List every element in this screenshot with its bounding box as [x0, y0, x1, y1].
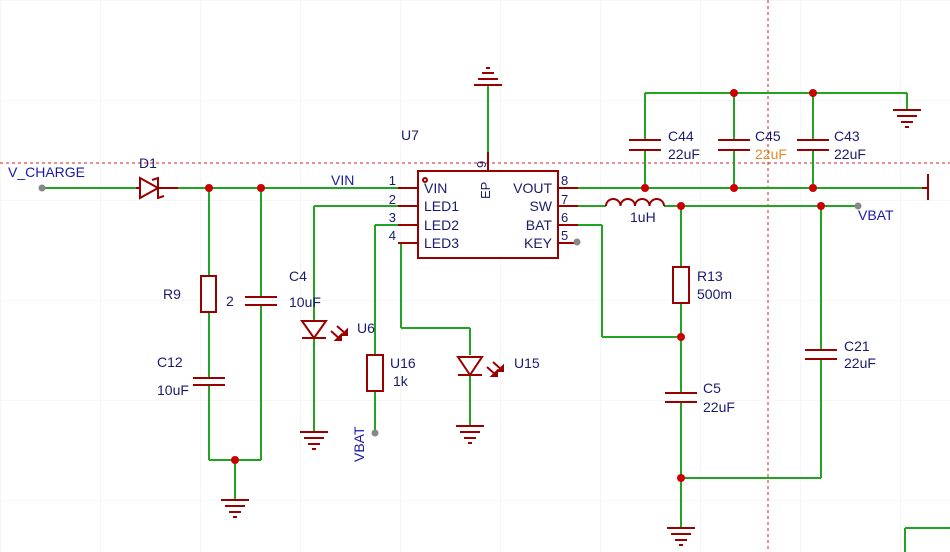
junction	[809, 184, 817, 192]
capacitor-c43[interactable]	[797, 139, 829, 151]
ground-symbol-u15	[456, 425, 484, 444]
net-port-vbat-bottom[interactable]	[371, 429, 379, 437]
c43-designator: C43	[834, 128, 860, 144]
chip-pin-num-7: 7	[561, 192, 568, 207]
c21-designator: C21	[844, 338, 870, 354]
net-port-vcharge[interactable]	[38, 184, 46, 192]
r13-value: 500m	[697, 286, 732, 302]
led-u15[interactable]	[456, 356, 504, 377]
inductor-l1[interactable]	[605, 198, 665, 207]
chip-pin-num-3: 3	[389, 210, 396, 225]
ground-symbol-u6	[300, 431, 328, 450]
chip-designator: U7	[401, 127, 419, 143]
chip-pin-name-vin: VIN	[424, 180, 447, 196]
u15-designator: U15	[514, 355, 540, 371]
c5-designator: C5	[703, 380, 721, 396]
d1-designator: D1	[139, 155, 157, 171]
chip-pin-num-8: 8	[561, 173, 568, 188]
junction	[257, 184, 265, 192]
chip-pin-name-led1: LED1	[424, 198, 459, 214]
capacitor-c5[interactable]	[665, 392, 697, 403]
chip-pin-name-sw: SW	[529, 198, 552, 214]
chip-pin-name-vout: VOUT	[513, 180, 552, 196]
c44-designator: C44	[668, 128, 694, 144]
l1-value: 1uH	[630, 209, 656, 225]
c43-value: 22uF	[834, 146, 866, 162]
chip-pin-name-led2: LED2	[424, 217, 459, 233]
resistor-u16[interactable]	[366, 354, 384, 392]
junction	[677, 333, 685, 341]
junction	[730, 89, 738, 97]
r9-designator: R9	[163, 286, 181, 302]
wires	[42, 85, 950, 552]
junction	[231, 456, 239, 464]
pin-key-endpoint[interactable]	[573, 238, 581, 246]
c45-value: 22uF	[755, 146, 787, 162]
c45-designator: C45	[755, 128, 781, 144]
junction	[730, 184, 738, 192]
junction	[809, 89, 817, 97]
junctions	[205, 89, 825, 482]
junction	[677, 202, 685, 210]
junction	[677, 474, 685, 482]
r9-value: 2	[226, 293, 234, 309]
c4-designator: C4	[289, 268, 307, 284]
u16-value: 1k	[393, 373, 409, 389]
resistor-r13[interactable]	[672, 266, 690, 304]
c5-value: 22uF	[703, 399, 735, 415]
junction	[817, 202, 825, 210]
u16-designator: U16	[390, 355, 416, 371]
ground-symbol-bottom	[667, 527, 695, 546]
chip-pin-name-led3: LED3	[424, 235, 459, 251]
led-u6[interactable]	[300, 320, 348, 341]
pin-endpoints	[38, 184, 862, 437]
ground-symbol-right	[893, 109, 921, 128]
chip-pin-num-9: 9	[474, 161, 489, 168]
capacitor-c4[interactable]	[245, 296, 277, 306]
c12-designator: C12	[157, 354, 183, 370]
r13-designator: R13	[697, 268, 723, 284]
ground-symbol-ep	[474, 67, 502, 86]
chip-pin-name-ep: EP	[478, 182, 493, 199]
c4-value: 10uF	[289, 294, 321, 310]
capacitor-c45[interactable]	[718, 139, 750, 151]
chip-pin-name-bat: BAT	[526, 217, 553, 233]
u6-designator: U6	[357, 320, 375, 336]
capacitor-c12[interactable]	[193, 377, 225, 386]
capacitor-c44[interactable]	[629, 139, 661, 151]
chip-pin-name-key: KEY	[524, 235, 553, 251]
capacitor-c21[interactable]	[805, 349, 837, 360]
chip-pin-num-2: 2	[389, 192, 396, 207]
chip-pin-num-6: 6	[561, 210, 568, 225]
net-label-vbat-right: VBAT	[858, 207, 894, 223]
diode-d1[interactable]	[136, 176, 178, 200]
chip-pin-num-4: 4	[389, 228, 396, 243]
net-label-vin: VIN	[331, 172, 354, 188]
chip-pin-num-5: 5	[561, 228, 568, 243]
ground-symbol-left	[221, 499, 249, 518]
net-label-vcharge: V_CHARGE	[8, 164, 85, 180]
chip-pin-num-1: 1	[389, 173, 396, 188]
resistor-r9[interactable]	[200, 275, 217, 313]
junction	[205, 184, 213, 192]
c12-value: 10uF	[157, 382, 189, 398]
net-port-vbat-right[interactable]	[854, 202, 862, 210]
c44-value: 22uF	[668, 146, 700, 162]
junction	[641, 184, 649, 192]
chip-u7-body[interactable]	[417, 170, 559, 259]
components	[136, 67, 929, 546]
chip-pin1-dot	[422, 177, 428, 183]
net-label-vbat-bottom: VBAT	[351, 426, 367, 462]
c21-value: 22uF	[844, 355, 876, 371]
